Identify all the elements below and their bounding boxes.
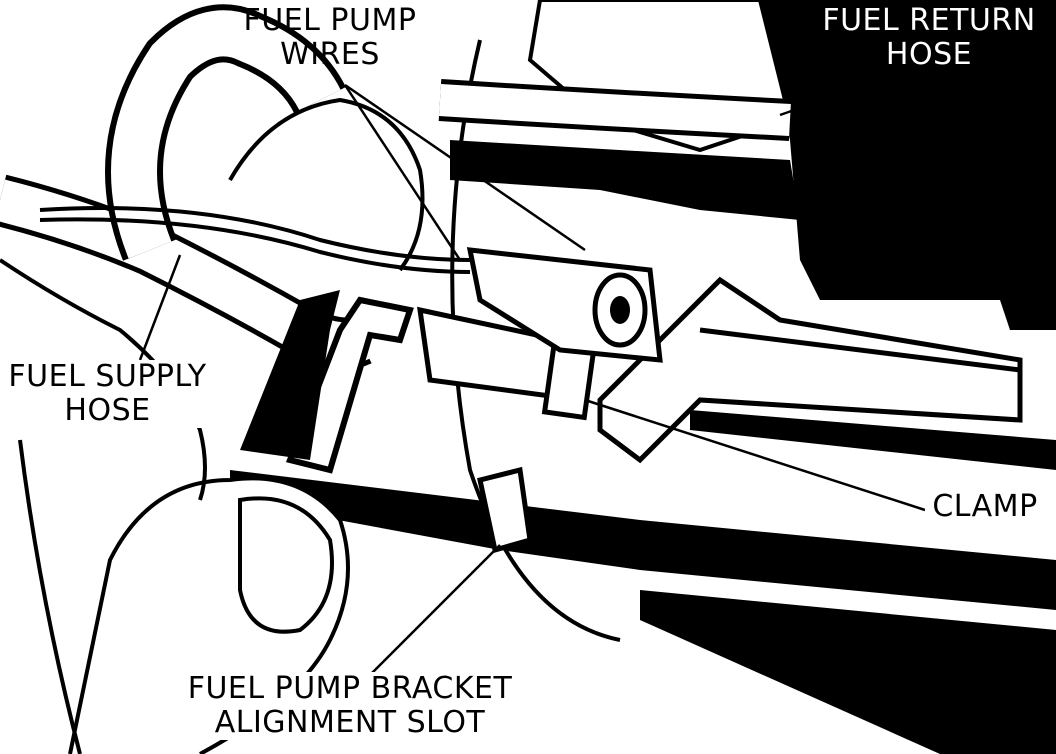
label-bracket-line1: FUEL PUMP BRACKET (187, 671, 513, 706)
label-fuel-return-hose-line1: FUEL RETURN (822, 3, 1036, 38)
label-fuel-return-hose: FUEL RETURN HOSE (814, 4, 1044, 72)
bracket-edge (699, 327, 1021, 373)
leader-return (779, 78, 881, 117)
thumb (238, 496, 334, 634)
pump-wires (39, 206, 471, 262)
label-fuel-supply-hose: FUEL SUPPLY HOSE (0, 360, 215, 428)
rail-band-lower (230, 470, 1056, 610)
label-fuel-supply-hose-line1: FUEL SUPPLY (8, 359, 207, 394)
leader-lines (138, 78, 926, 676)
fuel-return-hose-inner (439, 84, 791, 136)
connector-port-inner (610, 296, 630, 324)
label-fuel-supply-hose-line2: HOSE (64, 393, 151, 428)
label-fuel-pump-wires-line1: FUEL PUMP (243, 3, 417, 38)
tank-opening-edge (450, 39, 621, 642)
rail-band-bottom (640, 590, 1056, 754)
wrench-tool (285, 296, 414, 474)
label-fuel-return-hose-line2: HOSE (885, 37, 973, 72)
label-fuel-pump-wires: FUEL PUMP WIRES (225, 4, 435, 72)
pump-wires-2 (39, 217, 471, 274)
rail-band-mid (690, 410, 1056, 470)
tool-shadow (240, 290, 340, 460)
pump-bracket (597, 276, 1023, 464)
alignment-slot-tab (477, 466, 533, 554)
leader-wires-2 (344, 83, 586, 252)
hand-upper (228, 97, 425, 272)
hose-loop-inner (111, 10, 341, 259)
sleeve-edge (18, 439, 82, 754)
label-bracket-line2: ALIGNMENT SLOT (214, 705, 486, 740)
leader-slot (369, 544, 501, 676)
label-clamp-line1: CLAMP (932, 489, 1038, 524)
tank-interior-shadow (760, 0, 1056, 330)
label-clamp: CLAMP (925, 490, 1045, 524)
label-fuel-pump-wires-line2: WIRES (280, 37, 380, 72)
rail-band-upper (450, 140, 800, 220)
label-bracket-alignment-slot: FUEL PUMP BRACKET ALIGNMENT SLOT (180, 672, 520, 740)
leader-supply (138, 254, 182, 361)
leader-clamp (584, 398, 926, 512)
leader-wires-1 (343, 84, 462, 261)
